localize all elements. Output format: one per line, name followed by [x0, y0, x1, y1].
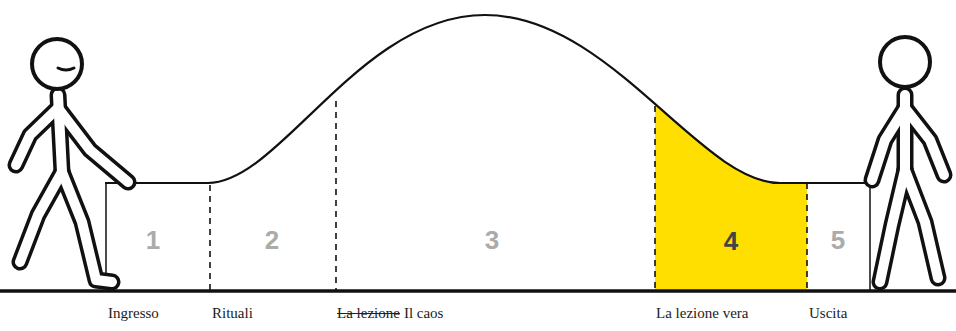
divider-line: [209, 185, 211, 290]
divider-line: [806, 183, 808, 290]
baseline: [0, 289, 956, 293]
segment-number: 4: [724, 228, 738, 254]
segment-number: 2: [265, 227, 279, 253]
segment-caption: Rituali: [212, 304, 253, 322]
highlight-area: [655, 0, 807, 290]
segment-caption: Uscita: [809, 304, 847, 322]
segment-caption: Il caos: [404, 304, 444, 322]
struck-caption: La lezione: [337, 304, 400, 322]
segment-number: 3: [485, 227, 499, 253]
walking-figure: [16, 39, 128, 282]
segment-number: 5: [831, 227, 845, 253]
segment-caption: La lezione vera: [656, 304, 748, 322]
walking-figure: [872, 37, 944, 282]
divider-line: [335, 101, 337, 290]
highlight-segment: 4: [655, 100, 807, 290]
segment-caption: Ingresso: [108, 304, 159, 322]
segment-number: 1: [146, 227, 160, 253]
divider-line: [654, 106, 656, 290]
boundary-line: [869, 183, 871, 290]
bell-curve: [105, 15, 870, 183]
